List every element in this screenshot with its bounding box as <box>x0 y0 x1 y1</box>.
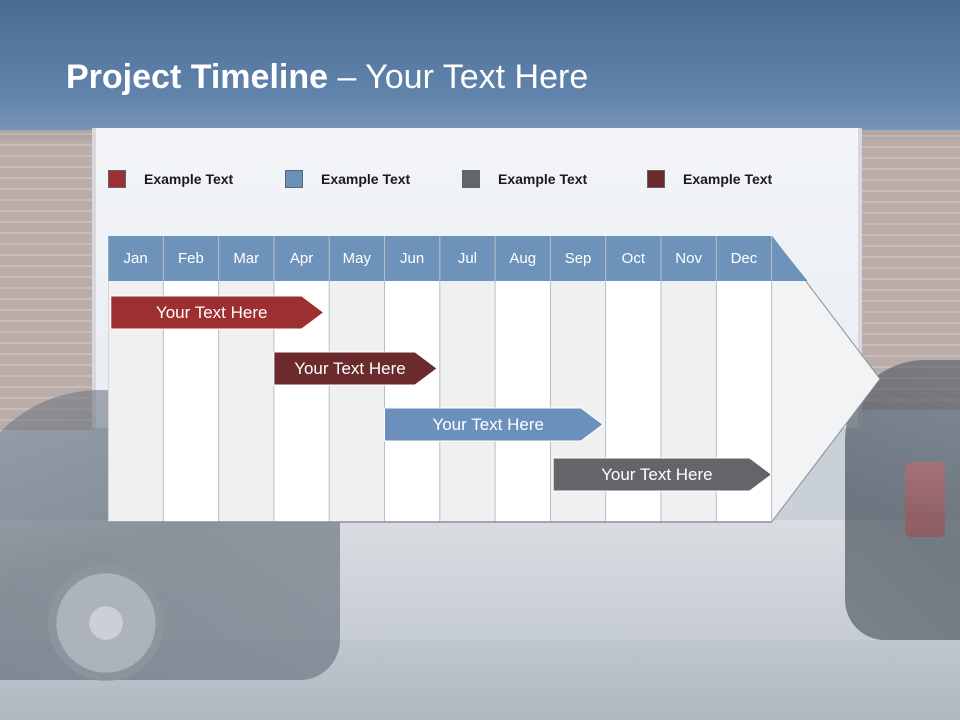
legend-item: Example Text <box>647 170 772 188</box>
month-label-nov: Nov <box>675 250 702 267</box>
month-column <box>384 281 440 522</box>
legend-label: Example Text <box>321 171 411 187</box>
task-bar-label: Your Text Here <box>601 465 713 484</box>
month-label-oct: Oct <box>621 250 645 267</box>
legend-item: Example Text <box>285 170 410 188</box>
task-bar <box>273 351 438 386</box>
arrow-header-tip <box>771 236 808 281</box>
month-label-feb: Feb <box>178 250 204 267</box>
slide-title: Project Timeline – Your Text Here <box>66 58 588 97</box>
month-label-jul: Jul <box>457 250 478 267</box>
legend-swatch <box>647 170 665 188</box>
legend-label: Example Text <box>683 171 773 187</box>
task-bar-label: Your Text Here <box>294 359 406 378</box>
month-column <box>439 281 496 522</box>
task-bar <box>110 295 325 330</box>
header-band <box>0 0 960 140</box>
legend-label: Example Text <box>144 171 234 187</box>
car-taillight-image <box>905 462 945 537</box>
month-label-sep: Sep <box>564 250 592 267</box>
legend-swatch <box>108 170 126 188</box>
brick-wall-left <box>0 130 95 430</box>
legend-label: Example Text <box>498 171 588 187</box>
car-wheel-image <box>48 565 164 681</box>
task-bar <box>552 457 773 492</box>
legend-swatch <box>285 170 303 188</box>
month-column <box>495 281 551 522</box>
month-label-aug: Aug <box>509 250 537 267</box>
slide-title-rest: – Your Text Here <box>328 58 589 96</box>
month-label-jan: Jan <box>123 250 148 267</box>
month-label-dec: Dec <box>730 250 758 267</box>
timeline-graphic <box>108 236 881 523</box>
legend-item: Example Text <box>108 170 233 188</box>
month-label-mar: Mar <box>233 250 260 267</box>
task-bar <box>384 407 604 442</box>
legend-item: Example Text <box>462 170 587 188</box>
slide-title-bold: Project Timeline <box>66 58 329 96</box>
task-bar-label: Your Text Here <box>432 415 544 434</box>
task-bar-label: Your Text Here <box>155 303 268 322</box>
month-label-may: May <box>342 250 371 267</box>
legend-swatch <box>462 170 480 188</box>
month-label-apr: Apr <box>289 250 314 267</box>
month-column <box>329 281 385 522</box>
month-label-jun: Jun <box>400 250 425 267</box>
